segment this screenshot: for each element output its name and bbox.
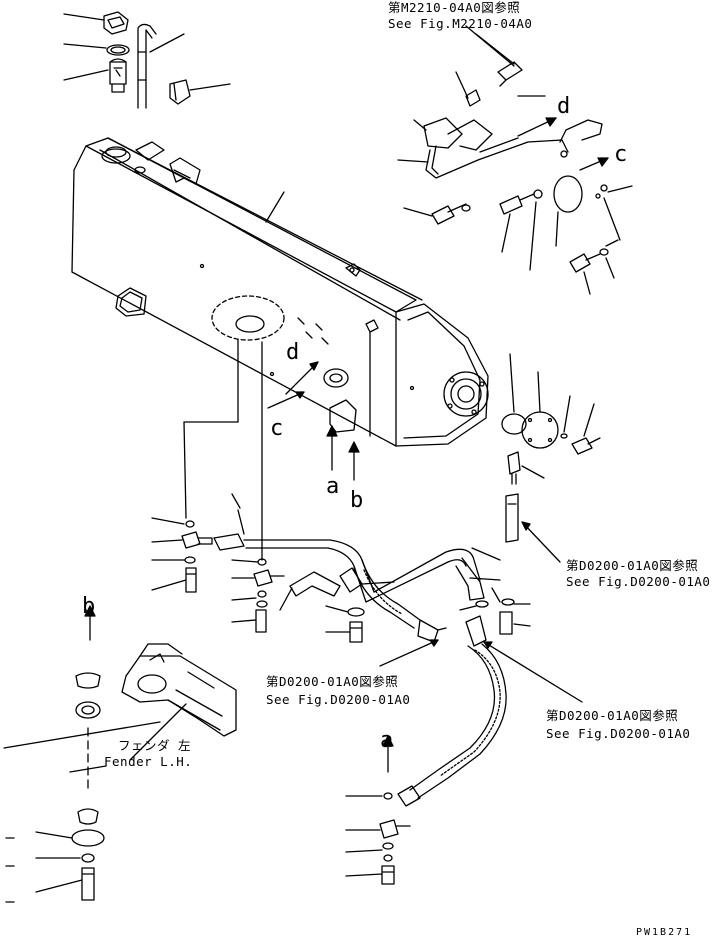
banjo-fitting-bottom: [380, 820, 410, 838]
view-letter-d-tank: d: [286, 340, 300, 365]
banjo-bolt-bottom: [382, 866, 394, 884]
side-bracket: [330, 400, 356, 432]
tank-handle: [170, 158, 200, 184]
hardware-stack-left: [152, 518, 212, 592]
feed-pipe: [244, 540, 480, 602]
fender-label-jp: フェンダ 左: [118, 738, 192, 753]
view-arrows-ab: [85, 426, 393, 772]
cushion-bottom: [78, 809, 98, 824]
banjo-fitting-center: [254, 570, 284, 586]
hardware-stack-center: [232, 559, 284, 632]
hardware-stack-pipe: [326, 606, 364, 642]
tank-filler-neck: [102, 149, 130, 163]
harness-bracket: [424, 118, 492, 150]
ref-d0200-center-jp: 第D0200-01A0図参照: [266, 674, 399, 689]
cap-gasket: [107, 45, 129, 55]
view-letter-b-fender: b: [82, 594, 96, 619]
ref-d0200-right-en: See Fig.D0200-01A0: [566, 574, 711, 589]
cushion-top: [76, 673, 100, 688]
breather-tube: [138, 24, 156, 108]
view-letter-c-top: c: [614, 142, 628, 167]
fender-lh: [4, 644, 236, 760]
filler-strainer: [110, 59, 126, 92]
view-letter-a-tank: a: [326, 474, 340, 499]
harness-connector: [498, 62, 522, 86]
page-code: PW1B271: [636, 927, 693, 938]
view-letter-d-top: d: [557, 94, 571, 119]
hardware-stack-bottom: [346, 793, 410, 884]
reference-leaders: [476, 34, 514, 64]
tank-side-cover: [116, 288, 146, 316]
end-cover-plate: [522, 412, 558, 448]
view-letter-c-tank: c: [270, 416, 284, 441]
ref-d0200-lower-jp: 第D0200-01A0図参照: [546, 708, 679, 723]
view-letter-b-tank: b: [350, 488, 364, 513]
banjo-bolt-center: [256, 610, 266, 632]
clamp-bolt-right: [500, 612, 512, 634]
ref-d0200-center-en: See Fig.D0200-01A0: [266, 692, 411, 707]
fender-bolt: [82, 868, 94, 900]
hardware-stack-right: [460, 599, 530, 634]
clamp-bolt: [350, 622, 362, 642]
callout-lines: [184, 332, 370, 560]
ref-d0200-lower-en: See Fig.D0200-01A0: [546, 726, 691, 741]
washer-top: [76, 702, 100, 718]
washer-large: [72, 830, 104, 846]
long-fuel-hose: [410, 644, 506, 798]
drain-hose-stub: [506, 494, 518, 542]
fuel-lines: [214, 494, 582, 806]
ref-m2210-jp: 第M2210-04A0図参照: [388, 0, 521, 15]
cover-gasket: [502, 414, 526, 434]
filler-cap-assembly: [64, 12, 230, 108]
banjo-fitting: [182, 532, 212, 548]
fuel-tank: [72, 138, 488, 446]
return-hose-short: [214, 510, 244, 550]
end-flange: [444, 372, 488, 416]
clip: [466, 90, 480, 106]
banjo-bolt: [186, 568, 196, 592]
fender-label-en: Fender L.H.: [104, 754, 193, 769]
fender-mount-stack: [6, 673, 106, 902]
breather-elbow: [170, 80, 190, 104]
tank-bolt-a: [432, 204, 466, 224]
ref-m2210-en: See Fig.M2210-04A0: [388, 16, 533, 31]
end-cover-parts: [502, 354, 600, 562]
sender-bolt: [500, 194, 534, 214]
cover-bolt: [572, 438, 600, 454]
connector-right: [466, 616, 486, 646]
tank-bolt-b: [570, 254, 600, 272]
sender-flange: [324, 369, 348, 387]
view-letter-a-bottom: a: [380, 728, 394, 753]
bypass-hose: [290, 572, 340, 596]
float-sensor-arm: [560, 120, 602, 142]
sender-gasket: [554, 176, 582, 212]
view-arrows-tank: [268, 362, 318, 408]
wiring-harness: [426, 138, 568, 178]
connector-left: [418, 620, 446, 642]
drain-cock: [508, 452, 520, 484]
sensor-harness-group: [398, 26, 632, 294]
ref-d0200-right-jp: 第D0200-01A0図参照: [566, 558, 699, 573]
filler-cap: [104, 12, 128, 34]
drain-area-outline: [212, 296, 284, 340]
